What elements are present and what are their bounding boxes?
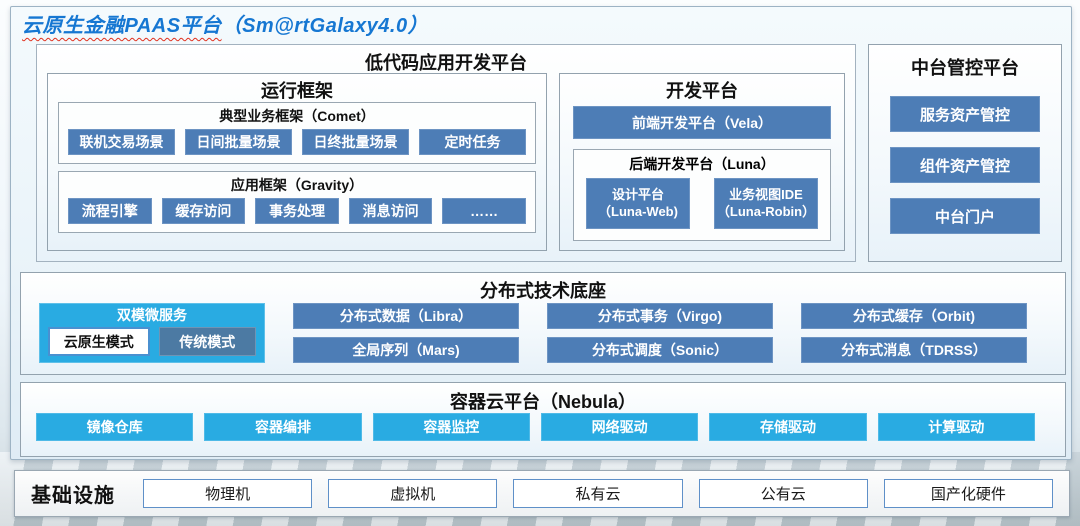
container-orchestration-button[interactable]: 容器编排 (204, 413, 362, 441)
transaction-processing-button[interactable]: 事务处理 (255, 198, 339, 224)
global-sequence-mars-button[interactable]: 全局序列（Mars) (293, 337, 519, 363)
midplatform-buttons: 服务资产管控 组件资产管控 中台门户 (869, 79, 1061, 261)
dual-mode-buttons: 云原生模式 传统模式 (39, 327, 265, 363)
distributed-scheduling-sonic-button[interactable]: 分布式调度（Sonic） (547, 337, 773, 363)
comet-framework-title: 典型业务框架（Comet） (219, 108, 375, 124)
timed-task-button[interactable]: 定时任务 (419, 129, 526, 155)
gravity-framework-title: 应用框架（Gravity） (230, 177, 364, 193)
component-asset-control-button[interactable]: 组件资产管控 (890, 147, 1040, 183)
distributed-transaction-virgo-button[interactable]: 分布式事务（Virgo) (547, 303, 773, 329)
dual-mode-title: 双模微服务 (117, 307, 187, 323)
lowcode-platform-title: 低代码应用开发平台 (365, 53, 527, 73)
page-title-main: 云原生金融PAAS平台 (22, 15, 222, 37)
distributed-base-title: 分布式技术底座 (480, 281, 606, 301)
container-cloud-row: 镜像仓库 容器编排 容器监控 网络驱动 存储驱动 计算驱动 (21, 413, 1065, 441)
luna-robin-ide-button[interactable]: 业务视图IDE （Luna-Robin） (714, 178, 818, 229)
runtime-framework-title: 运行框架 (261, 81, 333, 101)
comet-framework-box: 典型业务框架（Comet） 联机交易场景 日间批量场景 日终批量场景 定时任务 (58, 102, 536, 164)
luna-backend-box: 后端开发平台（Luna） 设计平台 （Luna-Web) 业务视图IDE （Lu… (573, 149, 831, 241)
comet-buttons-row: 联机交易场景 日间批量场景 日终批量场景 定时任务 (59, 128, 535, 163)
distributed-base-box: 分布式技术底座 双模微服务 云原生模式 传统模式 分布式数据（Libra） 全局… (20, 272, 1066, 375)
distributed-col-1: 分布式数据（Libra） 全局序列（Mars) (293, 303, 519, 363)
private-cloud-item[interactable]: 私有云 (513, 479, 683, 508)
luna-buttons-row: 设计平台 （Luna-Web) 业务视图IDE （Luna-Robin） (574, 176, 830, 238)
domestic-hardware-item[interactable]: 国产化硬件 (883, 479, 1054, 508)
distributed-cache-orbit-button[interactable]: 分布式缓存（Orbit) (801, 303, 1027, 329)
process-engine-button[interactable]: 流程引擎 (68, 198, 152, 224)
infrastructure-title: 基础设施 (31, 485, 115, 507)
physical-machine-item[interactable]: 物理机 (143, 479, 313, 508)
luna-web-design-button[interactable]: 设计平台 （Luna-Web) (586, 178, 690, 229)
luna-backend-title: 后端开发平台（Luna） (629, 156, 775, 172)
container-cloud-title: 容器云平台（Nebula） (449, 392, 636, 412)
page-title: 云原生金融PAAS平台（Sm@rtGalaxy4.0） (22, 9, 428, 38)
message-access-button[interactable]: 消息访问 (348, 198, 433, 224)
online-transaction-button[interactable]: 联机交易场景 (68, 129, 175, 155)
distributed-col-3: 分布式缓存（Orbit) 分布式消息（TDRSS） (801, 303, 1027, 363)
dev-platform-title: 开发平台 (666, 81, 738, 101)
distributed-data-libra-button[interactable]: 分布式数据（Libra） (293, 303, 519, 329)
page-title-suffix: （Sm@rtGalaxy4.0） (221, 15, 429, 37)
compute-driver-button[interactable]: 计算驱动 (877, 413, 1035, 441)
lowcode-content-row: 运行框架 典型业务框架（Comet） 联机交易场景 日间批量场景 日终批量场景 … (37, 73, 855, 251)
runtime-framework-box: 运行框架 典型业务框架（Comet） 联机交易场景 日间批量场景 日终批量场景 … (47, 73, 547, 251)
daytime-batch-button[interactable]: 日间批量场景 (185, 129, 292, 155)
traditional-mode-button[interactable]: 传统模式 (158, 327, 256, 356)
image-repository-button[interactable]: 镜像仓库 (36, 413, 194, 441)
luna-web-line2: （Luna-Web) (598, 203, 678, 219)
endofday-batch-button[interactable]: 日终批量场景 (302, 129, 409, 155)
luna-web-line1: 设计平台 (611, 186, 664, 202)
distributed-col-2: 分布式事务（Virgo) 分布式调度（Sonic） (547, 303, 773, 363)
gravity-buttons-row: 流程引擎 缓存访问 事务处理 消息访问 …… (59, 197, 535, 232)
midplatform-control-box: 中台管控平台 服务资产管控 组件资产管控 中台门户 (868, 44, 1062, 262)
vela-frontend-button[interactable]: 前端开发平台（Vela） (573, 106, 831, 139)
cloud-native-mode-button[interactable]: 云原生模式 (48, 327, 150, 356)
luna-robin-line1: 业务视图IDE (729, 186, 803, 202)
luna-robin-line2: （Luna-Robin） (716, 203, 816, 219)
cache-access-button[interactable]: 缓存访问 (161, 198, 246, 224)
dev-platform-box: 开发平台 前端开发平台（Vela） 后端开发平台（Luna） 设计平台 （Lun… (559, 73, 845, 251)
container-monitoring-button[interactable]: 容器监控 (372, 413, 530, 441)
infrastructure-bar: 基础设施 物理机 虚拟机 私有云 公有云 国产化硬件 (14, 470, 1070, 517)
network-driver-button[interactable]: 网络驱动 (540, 413, 699, 441)
more-ellipsis-button[interactable]: …… (442, 198, 526, 224)
public-cloud-item[interactable]: 公有云 (698, 479, 868, 508)
distributed-message-tdrss-button[interactable]: 分布式消息（TDRSS） (801, 337, 1027, 363)
virtual-machine-item[interactable]: 虚拟机 (328, 479, 498, 508)
midplatform-portal-button[interactable]: 中台门户 (890, 198, 1040, 234)
lowcode-platform-box: 低代码应用开发平台 运行框架 典型业务框架（Comet） 联机交易场景 日间批量… (36, 44, 856, 262)
storage-driver-button[interactable]: 存储驱动 (709, 413, 867, 441)
gravity-framework-box: 应用框架（Gravity） 流程引擎 缓存访问 事务处理 消息访问 …… (58, 171, 536, 233)
midplatform-title: 中台管控平台 (911, 58, 1019, 78)
dual-mode-microservice-box: 双模微服务 云原生模式 传统模式 (39, 303, 265, 363)
container-cloud-box: 容器云平台（Nebula） 镜像仓库 容器编排 容器监控 网络驱动 存储驱动 计… (20, 382, 1066, 457)
service-asset-control-button[interactable]: 服务资产管控 (890, 96, 1040, 132)
distributed-row: 双模微服务 云原生模式 传统模式 分布式数据（Libra） 全局序列（Mars)… (21, 303, 1065, 363)
